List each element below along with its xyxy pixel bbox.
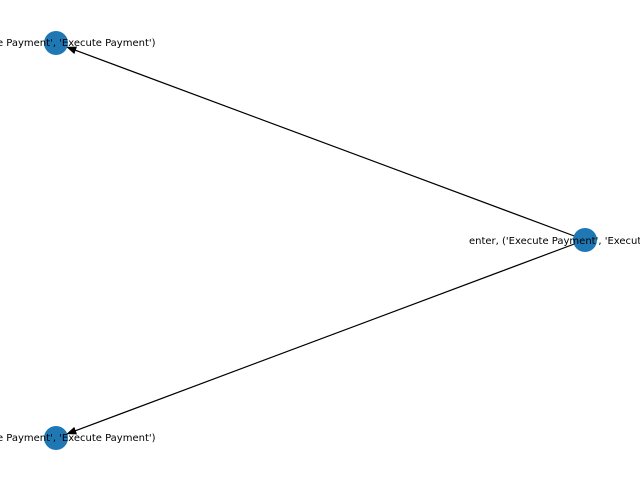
nodes-layer (44, 31, 597, 450)
labels-layer: ('Execute Payment', 'Execute Payment') e… (0, 38, 640, 444)
node-enter[interactable] (573, 228, 597, 252)
edges-layer (66, 46, 586, 435)
node-label-top: ('Execute Payment', 'Execute Payment') (0, 38, 156, 49)
node-bottom[interactable] (44, 426, 68, 450)
node-label-bottom: ('Execute Payment', 'Execute Payment') (0, 433, 156, 444)
node-top[interactable] (44, 31, 68, 55)
edge-enter-to-bottom (66, 239, 586, 435)
node-label-enter: enter, ('Execute Payment', 'Execute Paym… (469, 236, 640, 247)
edge-enter-to-top (66, 46, 586, 241)
